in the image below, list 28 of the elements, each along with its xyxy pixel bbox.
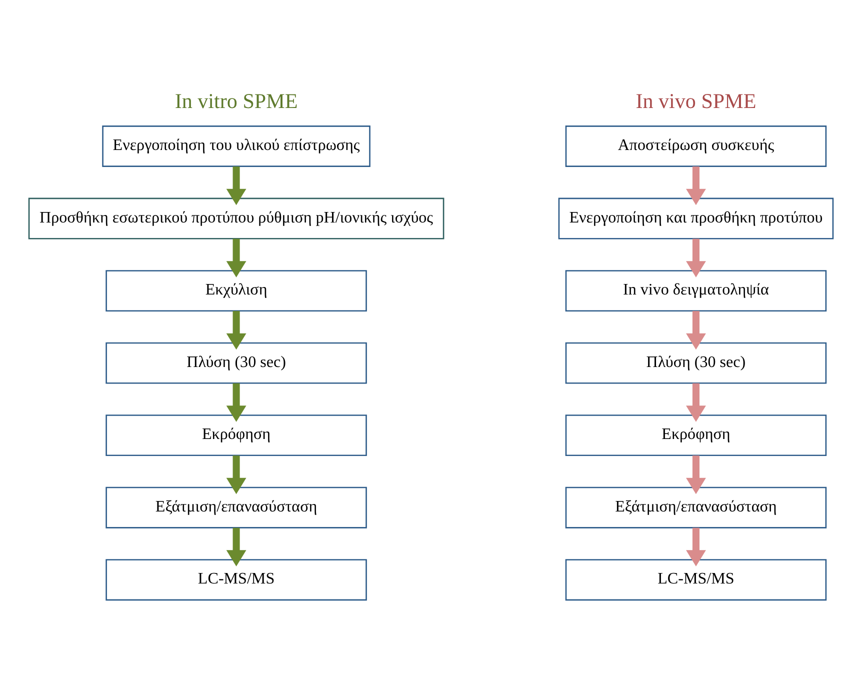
arrow — [686, 166, 706, 206]
arrow — [226, 528, 246, 566]
node-box: Πλύση (30 sec) — [565, 342, 827, 384]
label: In vivo SPME — [636, 88, 756, 113]
arrow — [686, 456, 706, 494]
arrow — [686, 238, 706, 278]
label: In vitro SPME — [174, 88, 298, 113]
arrow — [686, 311, 706, 350]
node-box: Πλύση (30 sec) — [106, 342, 367, 384]
arrow — [226, 383, 246, 422]
node-box: In vivo δειγματοληψία — [565, 270, 827, 312]
node-box: Ενεργοποίηση του υλικού επίστρωσης — [102, 126, 370, 167]
node-box: LC-MS/MS — [565, 559, 827, 601]
node-box: Ενεργοποίηση και προσθήκη προτύπου — [558, 198, 834, 240]
arrow — [686, 383, 706, 422]
arrow — [686, 528, 706, 566]
arrow — [226, 166, 246, 206]
node-box: LC-MS/MS — [106, 559, 367, 601]
node-box: Εκχύλιση — [106, 270, 367, 312]
arrow — [226, 456, 246, 494]
arrow — [226, 238, 246, 278]
node-box: Εξάτμιση/επανασύσταση — [106, 486, 367, 528]
node-box: Εκρόφηση — [565, 414, 827, 456]
node-box: Εξάτμιση/επανασύσταση — [565, 486, 827, 528]
node-box: Αποστείρωση συσκευής — [565, 126, 827, 167]
node-box: Εκρόφηση — [106, 414, 367, 456]
arrow — [226, 311, 246, 350]
node-box: Προσθήκη εσωτερικού προτύπου ρύθμιση pH/ιονικής ισχύος — [28, 198, 444, 240]
